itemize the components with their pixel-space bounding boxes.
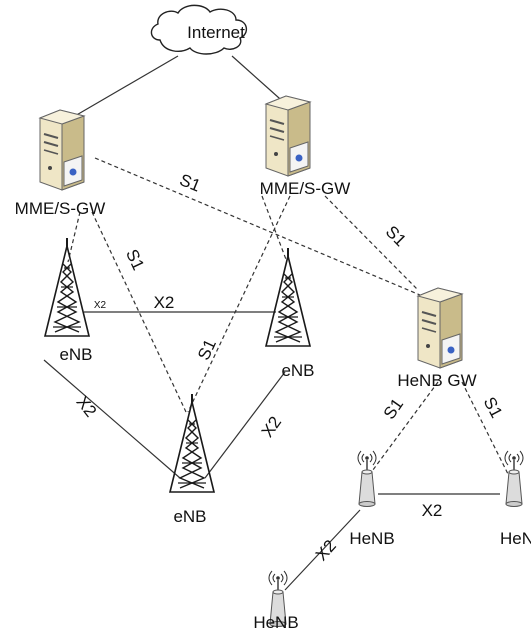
link-internet-mme2 (231, 55, 289, 107)
s1-label-mme1-enb3: S1 (122, 246, 148, 273)
link-henbgw-henb2 (461, 381, 511, 479)
henb-gw: HeNB GW (397, 287, 477, 390)
tower-icon (265, 247, 311, 347)
x2-label-enb2-enb3: X2 (258, 413, 285, 441)
henb-1-label: HeNB (349, 529, 394, 548)
s1-label-henbgw-henb2: S1 (480, 394, 507, 421)
henb-1: HeNB (349, 450, 395, 548)
link-mme2-enb3 (187, 195, 291, 413)
x2-label-henb1-henb3: X2 (312, 536, 340, 564)
link-mme1-henbgw (94, 157, 421, 296)
henb-antenna-icon (357, 450, 377, 508)
internet-cloud: Internet (150, 4, 247, 55)
internet-label: Internet (187, 23, 245, 42)
tower-icon (169, 393, 215, 493)
henb-gw-label: HeNB GW (397, 371, 476, 390)
henb-antenna-icon (504, 450, 524, 508)
link-mme1-enb1 (67, 211, 81, 263)
x2-label-henb1-henb2: X2 (422, 501, 443, 520)
server-icon (39, 109, 85, 191)
enb-3-label: eNB (173, 507, 206, 526)
henb-3-label: HeNB (253, 613, 298, 632)
enb-1-label: eNB (59, 345, 92, 364)
enb-2-label: eNB (281, 361, 314, 380)
henb-2-label: HeNB (500, 529, 531, 548)
s1-label-mme2-henbgw: S1 (382, 222, 410, 250)
server-icon (265, 95, 311, 177)
link-henbgw-henb1 (366, 381, 439, 479)
mme-sgw-1: MME/S-GW (15, 109, 106, 218)
x2-label-enb1-enb2: X2 (154, 293, 175, 312)
link-mme2-henbgw (324, 195, 419, 291)
link-enb2-enb3 (204, 371, 286, 479)
x2-label-enb1-enb3: X2 (72, 393, 100, 421)
links (43, 55, 511, 591)
mme-sgw-2: MME/S-GW (260, 95, 351, 198)
s1-label-mme2-enb3: S1 (194, 336, 220, 363)
mme-sgw-1-label: MME/S-GW (15, 199, 106, 218)
link-internet-mme1 (67, 55, 179, 121)
s1-label-mme1-henbgw: S1 (177, 170, 203, 195)
enb-3: eNB (169, 393, 215, 526)
x2-small-label-enb1-enb2: X2 (94, 300, 107, 311)
mme-sgw-2-label: MME/S-GW (260, 179, 351, 198)
link-mme1-enb3 (91, 211, 187, 413)
link-henb1-henb3 (284, 509, 361, 591)
cloud-icon (150, 4, 247, 55)
s1-label-henbgw-henb1: S1 (380, 395, 407, 423)
enb-2: eNB (265, 247, 315, 380)
enb-1: eNB (44, 237, 93, 364)
henb-2: HeNB (500, 450, 531, 548)
tower-icon (44, 237, 90, 337)
henb-3: HeNB (253, 570, 299, 632)
link-enb1-enb3 (43, 359, 181, 479)
server-icon (417, 287, 463, 369)
